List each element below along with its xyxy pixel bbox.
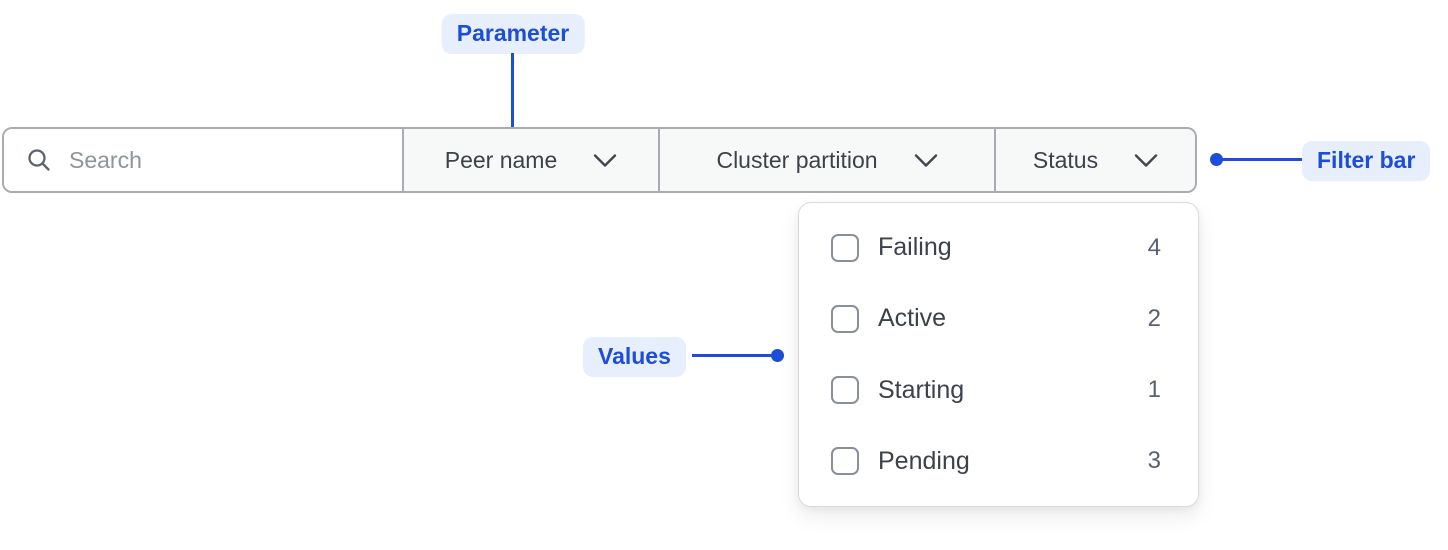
option-label: Failing xyxy=(878,233,952,262)
values-connector-line xyxy=(692,354,773,357)
filter-dropdown-peer-name[interactable]: Peer name xyxy=(402,129,658,191)
values-annotation-badge: Values xyxy=(583,337,686,377)
dropdown-option-row[interactable]: Failing 4 xyxy=(831,212,1161,283)
filter-dropdown-cluster-partition[interactable]: Cluster partition xyxy=(658,129,994,191)
status-dropdown-panel: Failing 4 Active 2 Starting 1 Pending 3 xyxy=(798,202,1199,507)
option-label: Active xyxy=(878,304,947,333)
search-input[interactable] xyxy=(69,146,402,174)
parameter-connector-line xyxy=(511,53,514,135)
filter-bar-connector-line xyxy=(1222,158,1302,161)
option-count: 3 xyxy=(1147,447,1161,475)
parameter-annotation-label: Parameter xyxy=(456,20,570,46)
option-label: Pending xyxy=(878,446,970,475)
chevron-down-icon xyxy=(914,153,938,168)
chevron-down-icon xyxy=(593,153,617,168)
filter-bar-annotation-label: Filter bar xyxy=(1317,147,1416,173)
checkbox[interactable] xyxy=(831,447,859,476)
option-count: 4 xyxy=(1147,233,1161,261)
dropdown-option-row[interactable]: Pending 3 xyxy=(831,426,1161,497)
filter-bar-annotation-badge: Filter bar xyxy=(1302,141,1431,181)
checkbox[interactable] xyxy=(831,304,859,333)
chevron-down-icon xyxy=(1134,153,1158,168)
search-icon xyxy=(26,147,52,173)
values-connector-dot xyxy=(771,349,784,362)
filter-dropdown-status[interactable]: Status xyxy=(994,129,1195,191)
filter-bar: Peer name Cluster partition Status xyxy=(2,127,1197,193)
parameter-annotation-badge: Parameter xyxy=(441,14,585,54)
checkbox[interactable] xyxy=(831,376,859,405)
filter-bar-connector-dot xyxy=(1210,153,1223,166)
search-section xyxy=(4,129,402,191)
dropdown-option-row[interactable]: Starting 1 xyxy=(831,355,1161,426)
filter-dropdown-label: Status xyxy=(1032,146,1099,173)
values-annotation-label: Values xyxy=(598,343,671,369)
option-count: 2 xyxy=(1147,304,1161,332)
option-count: 1 xyxy=(1147,376,1161,404)
filter-dropdown-label: Cluster partition xyxy=(716,146,878,173)
checkbox[interactable] xyxy=(831,233,859,262)
filter-dropdown-label: Peer name xyxy=(444,146,558,173)
dropdown-option-row[interactable]: Active 2 xyxy=(831,283,1161,354)
option-label: Starting xyxy=(878,375,965,404)
